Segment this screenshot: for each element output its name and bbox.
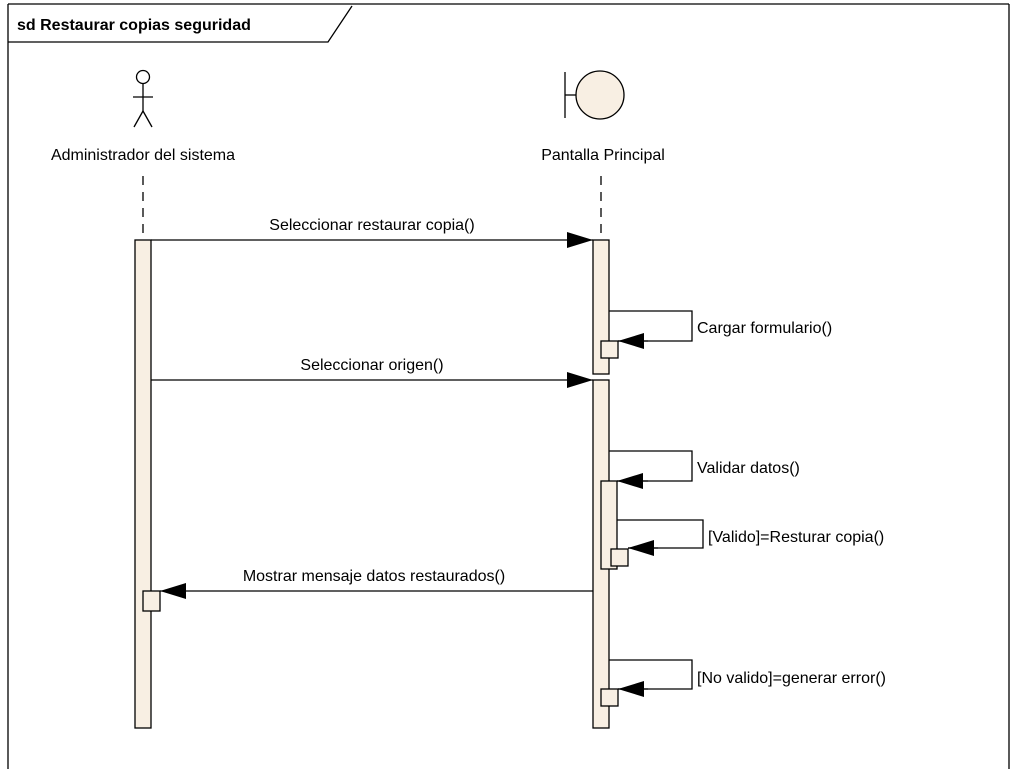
- frame-title: sd Restaurar copias seguridad: [17, 17, 251, 34]
- boundary-nested-activation-bar: [600, 480, 618, 570]
- self-message-path: [609, 310, 693, 342]
- message-label: Cargar formulario(): [697, 320, 832, 337]
- message-seleccionar-origen: Seleccionar origen(): [151, 357, 593, 388]
- message-label: Seleccionar restaurar copia(): [269, 217, 474, 234]
- message-cargar-formulario: Cargar formulario(): [600, 310, 832, 359]
- stick-figure-actor-icon: [133, 69, 153, 128]
- message-label: [No valido]=generar error(): [697, 670, 886, 687]
- self-message-path: [609, 450, 693, 482]
- frame-title-tab: [8, 5, 353, 43]
- execution-occurrence: [610, 548, 629, 567]
- execution-occurrence: [142, 590, 161, 612]
- message-validar-datos: Validar datos(): [609, 450, 800, 489]
- boundary-name: Pantalla Principal: [541, 147, 665, 164]
- actor-activation-bar: [134, 239, 152, 729]
- message-seleccionar-restaurar-copia: Seleccionar restaurar copia(): [151, 217, 593, 248]
- message-label: Mostrar mensaje datos restaurados(): [243, 568, 505, 585]
- frame: sd Restaurar copias seguridad: [7, 3, 1010, 769]
- actor-participant: Administrador del sistema: [51, 69, 235, 729]
- actor-name: Administrador del sistema: [51, 147, 235, 164]
- message-label: [Valido]=Resturar copia(): [708, 529, 884, 546]
- message-label: Seleccionar origen(): [300, 357, 443, 374]
- message-label: Validar datos(): [697, 460, 800, 477]
- self-message-path: [609, 659, 693, 690]
- self-message-path: [617, 519, 704, 549]
- boundary-participant: Pantalla Principal: [541, 70, 665, 729]
- message-no-valido-generar-error: [No valido]=generar error(): [600, 659, 886, 707]
- execution-occurrence: [600, 340, 619, 359]
- message-valido-resturar-copia: [Valido]=Resturar copia(): [610, 519, 884, 567]
- boundary-object-icon: [564, 70, 625, 120]
- execution-occurrence: [600, 688, 619, 707]
- message-mostrar-mensaje: Mostrar mensaje datos restaurados(): [142, 568, 593, 612]
